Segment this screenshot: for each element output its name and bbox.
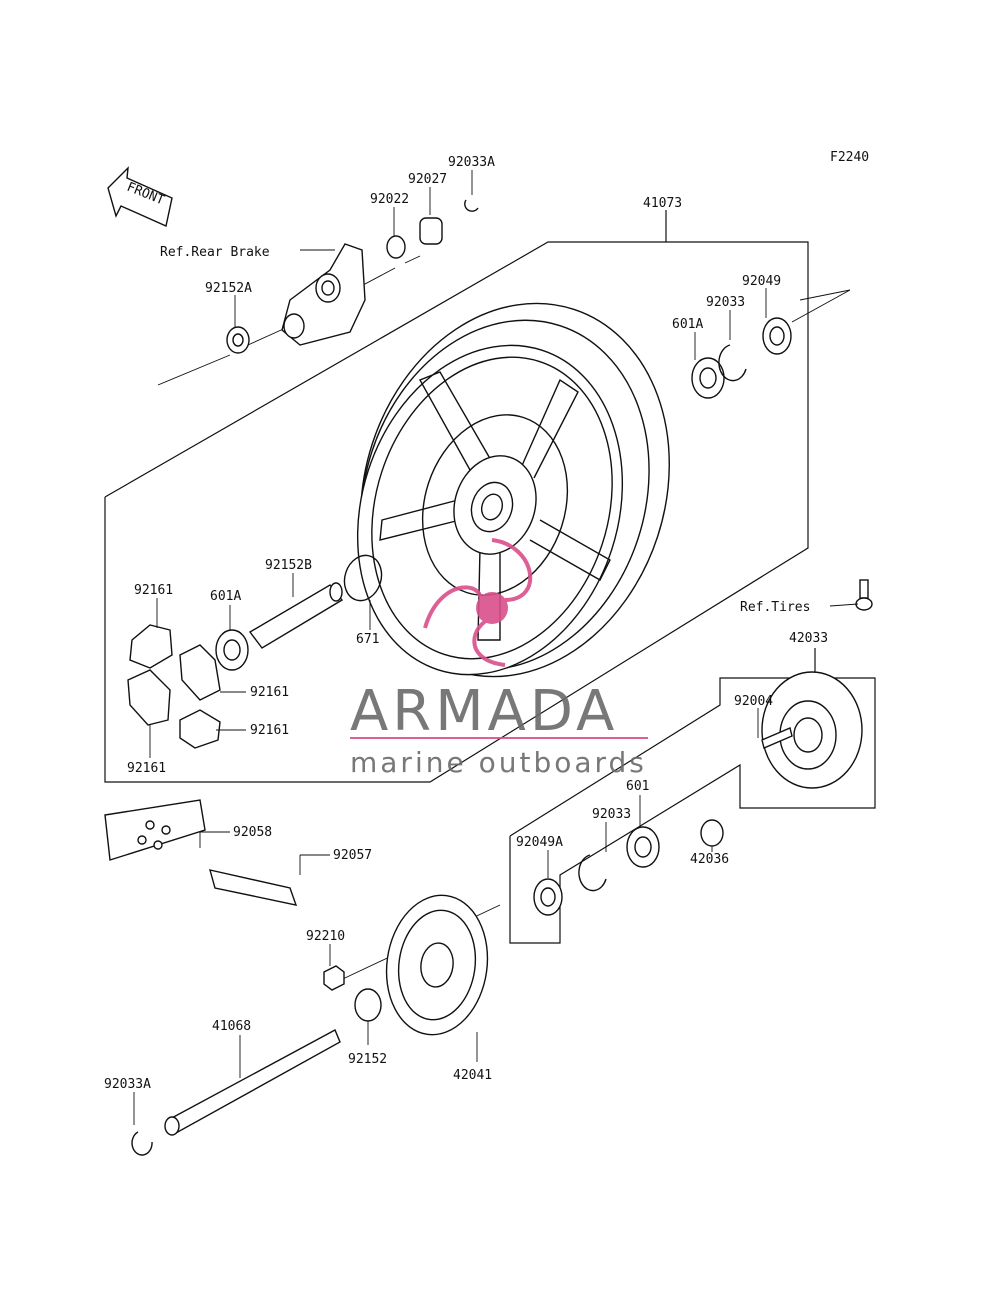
watermark-tagline: marine outboards (350, 746, 647, 779)
seal-92049A (533, 878, 563, 916)
label-42036: 42036 (690, 852, 729, 867)
watermark-brand: ARMADA (350, 679, 618, 744)
label-92161-a: 92161 (134, 583, 173, 598)
caliper-bracket (281, 243, 366, 346)
stud-92004 (761, 727, 793, 749)
label-92161-b: 92161 (250, 685, 289, 700)
bearing-601A-top (691, 357, 725, 399)
collar-92152 (354, 988, 382, 1022)
valve-stem-icon (855, 579, 873, 611)
circlip-92033A-bottom (131, 1131, 153, 1156)
label-92152B: 92152B (265, 558, 312, 573)
bearing-601 (626, 826, 660, 868)
label-92033A-bottom: 92033A (104, 1077, 151, 1092)
label-671: 671 (356, 632, 379, 647)
wheel-assembly-frame (104, 210, 809, 783)
label-92049: 92049 (742, 274, 781, 289)
label-601: 601 (626, 779, 649, 794)
figure-code: F2240 (830, 150, 869, 165)
rear-sprocket-42041 (385, 894, 489, 1036)
label-92210: 92210 (306, 929, 345, 944)
label-42033: 42033 (789, 631, 828, 646)
label-41068: 41068 (212, 1019, 251, 1034)
label-92058: 92058 (233, 825, 272, 840)
ref-tires: Ref.Tires (740, 600, 810, 615)
bearing-601A-left (215, 629, 249, 671)
sprocket-hub-42033 (761, 671, 863, 789)
label-92057: 92057 (333, 848, 372, 863)
watermark: ARMADA marine outboards (350, 538, 648, 779)
leader-lines (133, 170, 859, 1125)
armada-logo-icon (423, 538, 533, 667)
label-92033A-top: 92033A (448, 155, 495, 170)
label-41073: 41073 (643, 196, 682, 211)
nut-92210 (323, 965, 345, 991)
label-42041: 42041 (453, 1068, 492, 1083)
label-92027: 92027 (408, 172, 447, 187)
ring-92022 (386, 235, 406, 259)
axle-41068 (164, 1029, 341, 1136)
label-92033-top: 92033 (706, 295, 745, 310)
label-92152A: 92152A (205, 281, 252, 296)
collar-92027 (419, 217, 443, 245)
seal-92049 (762, 317, 792, 355)
ref-rear-brake: Ref.Rear Brake (160, 245, 270, 260)
label-92049A: 92049A (516, 835, 563, 850)
circlip-92033A-top (464, 199, 479, 212)
collar-42036 (700, 819, 724, 847)
o-ring-671 (343, 554, 383, 602)
label-92161-c: 92161 (250, 723, 289, 738)
label-92033-mid: 92033 (592, 807, 631, 822)
label-601A-top: 601A (672, 317, 703, 332)
label-92161-d: 92161 (127, 761, 166, 776)
circlip-92033-top (718, 344, 747, 382)
label-92152: 92152 (348, 1052, 387, 1067)
label-92022: 92022 (370, 192, 409, 207)
drive-chain-92057 (104, 799, 298, 906)
front-arrow-icon: FRONT (107, 166, 173, 227)
part-labels: 92033A 92027 92022 41073 Ref.Rear Brake … (104, 155, 828, 1092)
label-92004: 92004 (734, 694, 773, 709)
label-601A-left: 601A (210, 589, 241, 604)
collar-92152A (226, 326, 250, 354)
damper-set-92161 (127, 624, 221, 749)
spacer-92152B (248, 582, 344, 649)
rear-wheel (356, 302, 670, 678)
circlip-92033-mid (578, 854, 607, 892)
